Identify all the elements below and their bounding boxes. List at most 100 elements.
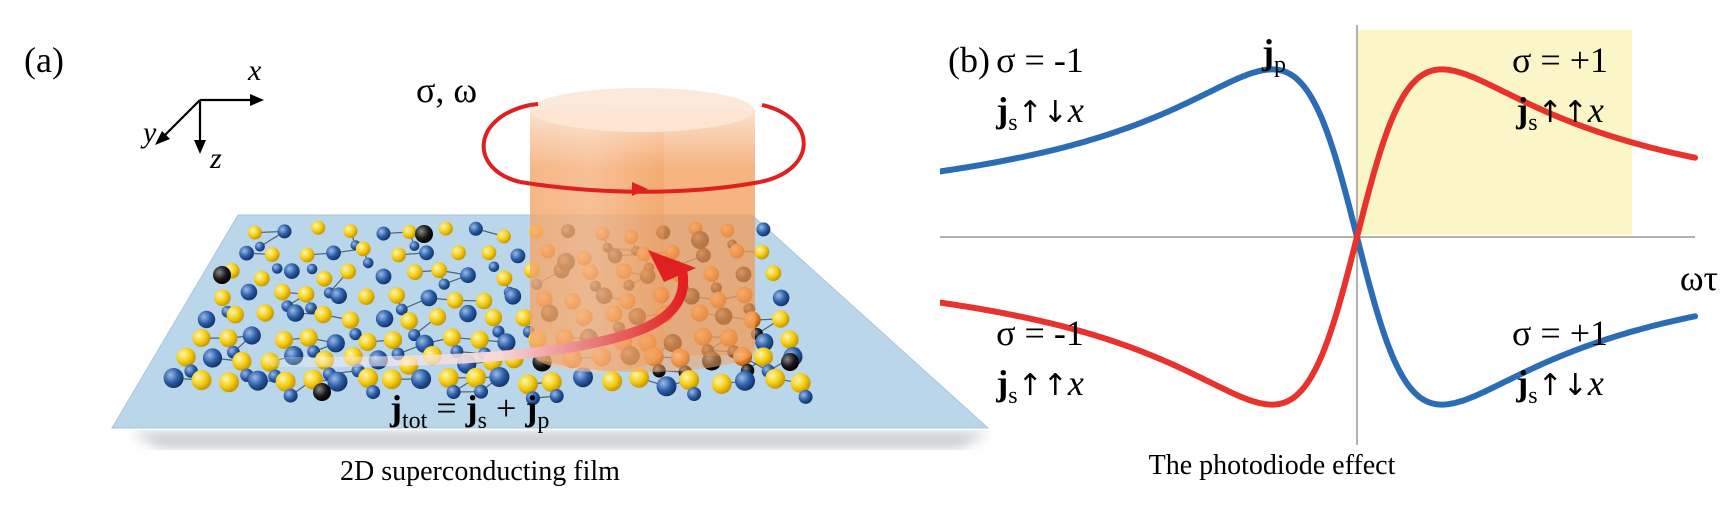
atom-yellow [466, 368, 486, 388]
x-axis-label-omega-tau: ωτ [1680, 258, 1718, 298]
quadrant-top-left: σ = -1 js↑↓x [995, 40, 1084, 136]
atom-yellow [401, 312, 418, 329]
atom-yellow [391, 248, 406, 263]
atom-blue [326, 246, 341, 261]
atom-yellow [765, 265, 781, 281]
atom-yellow [439, 222, 453, 236]
atom-blue [550, 389, 564, 403]
panel-a: (a) x y z σ, ω jtot = js + jp [0, 0, 1000, 510]
atom-blue [657, 376, 677, 396]
panel-a-label: (a) [24, 40, 64, 80]
atom-black [781, 353, 799, 371]
atom-yellow [791, 373, 811, 393]
atom-blue [469, 222, 483, 236]
atom-yellow [214, 289, 231, 306]
atom-yellow [314, 306, 331, 323]
panel-b-plot: (b) jp ωτ σ = -1 js↑↓x σ = +1 js↑↑x σ = … [940, 0, 1725, 510]
atom-yellow [407, 264, 423, 280]
atom-blue [284, 389, 298, 403]
atom-blue [511, 249, 526, 264]
sigma-label: σ = +1 [1512, 40, 1608, 80]
atom-blue [505, 288, 522, 305]
sigma-label: σ = +1 [1512, 313, 1608, 353]
atom-blue [773, 290, 790, 307]
atom-yellow [754, 245, 769, 260]
atom-blue [409, 241, 419, 251]
atom-yellow [772, 310, 789, 327]
atom-yellow [275, 331, 293, 349]
atom-yellow [257, 304, 274, 321]
atom-yellow [356, 242, 371, 257]
atom-yellow [382, 369, 402, 389]
sigma-label: σ = -1 [996, 40, 1084, 80]
atom-blue [164, 368, 184, 388]
z-axis-label: z [209, 142, 222, 175]
panel-a-caption: 2D superconducting film [340, 456, 620, 487]
atom-yellow [447, 292, 464, 309]
atom-yellow [476, 293, 493, 310]
atom-blue [363, 258, 374, 269]
atom-yellow [358, 288, 375, 305]
atom-blue [735, 371, 755, 391]
atom-blue [366, 385, 380, 399]
atom-yellow [679, 370, 699, 390]
atom-yellow [317, 271, 333, 287]
panel-b-caption: The photodiode effect [1149, 450, 1396, 481]
light-label: σ, ω [416, 70, 477, 110]
atom-blue [376, 310, 393, 327]
atom-yellow [712, 374, 732, 394]
atom-yellow [177, 348, 196, 367]
atom-yellow [602, 371, 622, 391]
atom-blue [278, 224, 292, 238]
panel-a-illustration: (a) x y z σ, ω jtot = js + jp [0, 0, 1000, 510]
atom-yellow [342, 311, 359, 328]
y-axis-label: y [140, 116, 157, 149]
atom-yellow [276, 372, 296, 392]
atom-yellow [429, 308, 446, 325]
atom-blue [421, 290, 438, 307]
atom-blue [327, 334, 345, 352]
atom-blue [284, 263, 300, 279]
atom-yellow [780, 330, 798, 348]
atom-yellow [402, 225, 416, 239]
atom-blue [248, 371, 268, 391]
atom-black [415, 225, 433, 243]
atom-yellow [232, 352, 251, 371]
atom-yellow [359, 333, 377, 351]
atom-blue [687, 387, 701, 401]
atom-yellow [471, 331, 489, 349]
atom-blue [307, 264, 318, 275]
atom-yellow [192, 329, 210, 347]
atom-blue [377, 227, 391, 241]
atom-yellow [439, 368, 459, 388]
atom-blue [272, 263, 283, 274]
atom-yellow [254, 271, 270, 287]
atom-blue [799, 390, 813, 404]
x-axis-label: x [247, 54, 262, 87]
atom-yellow [192, 370, 212, 390]
atom-yellow [384, 331, 402, 349]
atom-yellow [274, 284, 291, 301]
atom-yellow [265, 247, 280, 262]
quadrant-bottom-right: σ = +1 js↑↓x [1512, 313, 1608, 409]
atom-yellow [227, 306, 244, 323]
atom-blue [411, 369, 431, 389]
sigma-label: σ = -1 [996, 313, 1084, 353]
atom-blue [198, 311, 215, 328]
atom-blue [489, 262, 500, 273]
atom-blue [489, 367, 509, 387]
y-axis-label-jp: jp [1261, 32, 1286, 78]
atom-yellow [219, 372, 239, 392]
atom-black [213, 266, 231, 284]
atom-blue [239, 246, 254, 261]
atom-yellow [311, 221, 325, 235]
atom-black [313, 383, 331, 401]
atom-blue [419, 245, 434, 260]
atom-yellow [485, 309, 502, 326]
atom-blue [330, 287, 347, 304]
atom-yellow [343, 224, 357, 238]
atom-yellow [431, 262, 447, 278]
atom-blue [439, 279, 450, 290]
atom-blue [459, 305, 476, 322]
atom-yellow [451, 245, 466, 260]
